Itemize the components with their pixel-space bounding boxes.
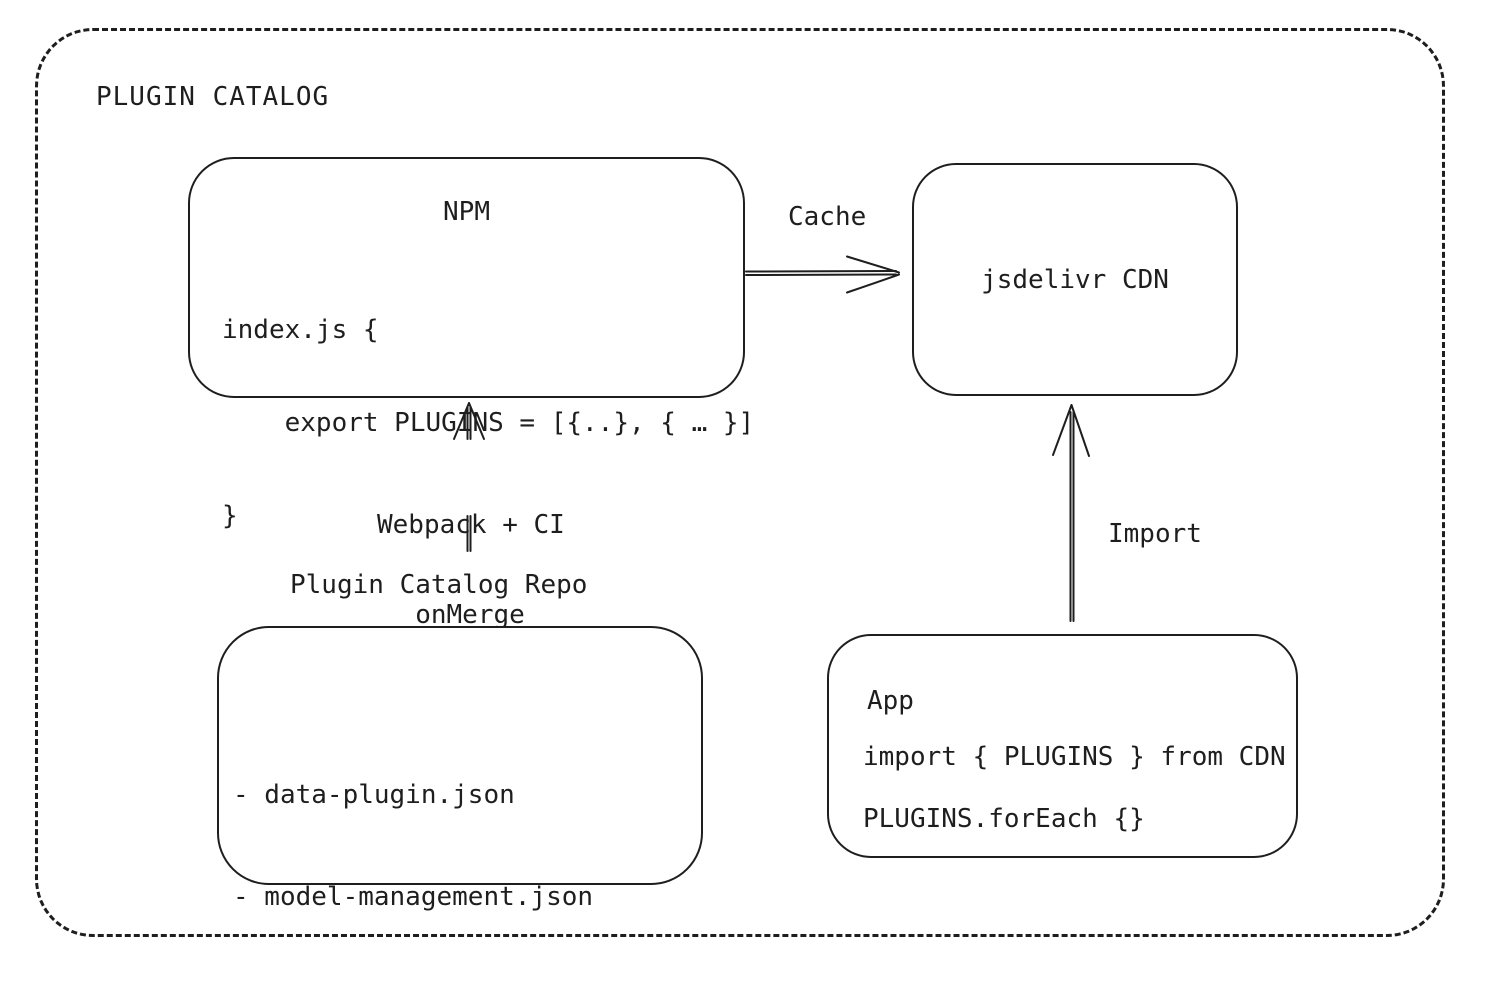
node-app: App import { PLUGINS } from CDN PLUGINS.… — [827, 634, 1298, 858]
node-npm: NPM index.js { export PLUGINS = [{..}, {… — [188, 157, 754, 531]
app-code-line-import: import { PLUGINS } from CDN — [863, 742, 1286, 772]
repo-file-list: - data-plugin.json - model-management.js… — [233, 710, 593, 1002]
repo-file-item: … — [233, 984, 249, 1002]
npm-title: NPM — [443, 197, 490, 227]
repo-file-item: - model-management.json — [233, 882, 594, 912]
build-edge-label-line2: onMerge — [415, 600, 525, 630]
cdn-label: jsdelivr CDN — [981, 264, 1169, 295]
npm-code-block: index.js { export PLUGINS = [{..}, { … }… — [222, 253, 754, 594]
cache-edge-label: Cache — [788, 202, 867, 232]
npm-code-line: export PLUGINS = [{..}, { … }] — [222, 408, 755, 438]
node-plugin-catalog-repo: - data-plugin.json - model-management.js… — [217, 626, 703, 1002]
npm-code-line: index.js { — [222, 315, 379, 345]
repo-file-item: - data-plugin.json — [233, 780, 515, 810]
build-edge-label: Webpack + CI onMerge — [377, 450, 565, 690]
build-edge-label-line1: Webpack + CI — [377, 510, 565, 540]
node-jsdelivr-cdn: jsdelivr CDN — [912, 163, 1238, 396]
app-title: App — [867, 686, 914, 716]
import-edge-label: Import — [1108, 519, 1202, 549]
plugin-catalog-frame — [35, 28, 1445, 937]
npm-code-line: } — [222, 501, 238, 531]
repo-title: Plugin Catalog Repo — [290, 570, 588, 600]
app-code-line-foreach: PLUGINS.forEach {} — [863, 804, 1145, 834]
frame-title: PLUGIN CATALOG — [96, 82, 330, 112]
